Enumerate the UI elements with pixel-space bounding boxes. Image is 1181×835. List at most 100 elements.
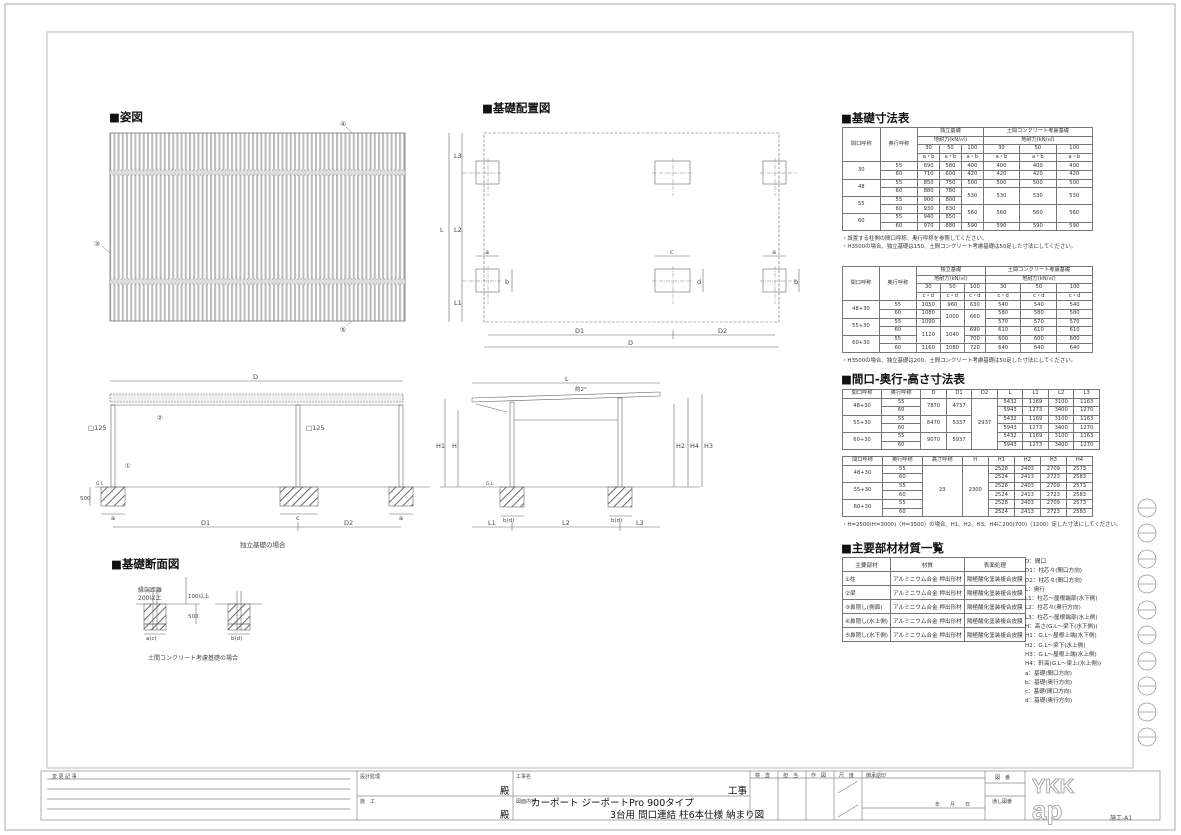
table-cell: 陽極酸化塗装複合皮膜 — [963, 599, 1026, 614]
table-cell: 60 — [878, 343, 917, 353]
table-cell: 2583 — [1065, 490, 1094, 500]
table-cell: 530 — [1019, 187, 1057, 206]
header-cell: 奥行呼称 — [881, 456, 923, 466]
table-cell: 530 — [1055, 187, 1093, 206]
table-cell: 850 — [917, 178, 940, 189]
table-row: ②梁アルミニウム合金 押出形材陽極酸化塗装複合皮膜 — [842, 585, 1026, 600]
table-cell: 2403 — [1013, 498, 1041, 509]
legend-item: L3：柱芯～屋根端部(水上側) — [1025, 614, 1098, 621]
side-elevation-labels: L 約2° H1 H H2 H4 H3 G L b(d) b(d) L1 L2 … — [436, 375, 713, 527]
table-cell: 720 — [963, 343, 986, 353]
table-cell: 60 — [881, 423, 922, 433]
table-cell: 2573 — [1065, 481, 1094, 492]
legend-item: L2：柱芯々(奥行方向) — [1025, 605, 1081, 612]
table-cell: ①柱 — [842, 571, 891, 586]
svg-text:c: c — [296, 514, 300, 522]
table-cell: 55 — [881, 481, 923, 492]
table-cell: 3400 — [1047, 406, 1075, 416]
svg-text:D2: D2 — [344, 519, 353, 527]
svg-text:H4: H4 — [690, 442, 699, 450]
table-cell: アルミニウム合金 押出形材 — [889, 585, 965, 600]
table-cell: 1273 — [1022, 440, 1049, 451]
table-cell: 30 — [842, 161, 881, 180]
table-cell: 400 — [960, 161, 984, 171]
change-log-label: 変 更 記 事 — [52, 774, 77, 780]
material-title: ■主要部材材質一覧 — [841, 541, 944, 555]
table-cell: 2937 — [971, 397, 998, 451]
table-row: 間口呼称奥行呼称独立基礎土間コンクリート考慮基礎 — [842, 265, 1094, 302]
table-cell: 60 — [881, 507, 923, 518]
table-row: 間口呼称奥行呼称独立基礎土間コンクリート考慮基礎 — [842, 126, 1094, 163]
table-cell: 1080 — [915, 308, 941, 319]
header-cell: 表面処理 — [963, 557, 1026, 572]
table-cell: 48 — [842, 178, 881, 197]
table-cell: 600 — [984, 334, 1022, 345]
table-cell: 1169 — [1022, 414, 1049, 425]
svg-text:b(d): b(d) — [611, 518, 622, 524]
table-cell: 1120 — [915, 326, 941, 345]
table-row: ①柱アルミニウム合金 押出形材陽極酸化塗装複合皮膜 — [842, 571, 1026, 586]
table-cell: 55 — [842, 195, 881, 214]
table-cell: 55 — [881, 431, 922, 442]
table-cell: 500 — [1055, 178, 1093, 189]
table-cell: 2524 — [987, 507, 1015, 518]
header-cell: 材質 — [889, 557, 965, 572]
approval-date: 年 月 日 — [935, 802, 971, 808]
svg-text:H2: H2 — [676, 442, 685, 450]
table-cell: 陽極酸化塗装複合皮膜 — [963, 571, 1026, 586]
legend-item: c：基礎(間口方向) — [1025, 689, 1072, 696]
ft2-note: ・H3500の場合、独立基礎は200、土間コンクリート考慮基礎は50足した寸法に… — [842, 358, 1077, 364]
header-cell: 100 — [963, 283, 986, 293]
svg-text:L2: L2 — [454, 226, 462, 234]
title-block — [40, 770, 1161, 821]
drawing-number-label: 図 番 — [995, 775, 1011, 781]
table-cell: 2723 — [1039, 473, 1067, 483]
header-cell: D2 — [971, 389, 998, 399]
table-cell: 1090 — [915, 317, 941, 328]
table-cell: 420 — [1019, 169, 1057, 180]
ft1-note-2: ・H3500の場合、独立基礎は150、土間コンクリート考慮基礎は50足した寸法に… — [842, 244, 1077, 250]
legend-item: H4：軒高(G.L～梁上(水上側)) — [1025, 661, 1102, 668]
table-cell: 5937 — [945, 431, 973, 451]
table-cell: 48+30 — [842, 300, 880, 319]
table-cell: 1270 — [1073, 406, 1100, 416]
section-labels: 縁端距離 200以上 100以上 500 a(c) b(d) 土間コンクリート考… — [138, 586, 242, 662]
charge-label: 担 当 — [783, 773, 799, 779]
table-cell: アルミニウム合金 押出形材 — [889, 613, 965, 628]
inspect-label: 検 査 — [755, 773, 771, 779]
header-cell: 30 — [917, 144, 940, 154]
table-cell: 640 — [1020, 343, 1058, 353]
table-cell: 5432 — [996, 431, 1024, 442]
svg-text:500: 500 — [188, 614, 199, 620]
table-cell: 3100 — [1047, 431, 1075, 442]
svg-text:100以上: 100以上 — [188, 592, 210, 600]
legend-item: H3：G.L～屋根上端(水上側) — [1025, 651, 1097, 658]
legend-item: b：基礎(奥行方向) — [1025, 679, 1073, 686]
table-cell: 610 — [984, 326, 1022, 336]
table-cell: 530 — [960, 187, 984, 206]
table-cell: 630 — [963, 300, 986, 310]
table-cell: 5943 — [996, 440, 1024, 451]
legend-item: L1：柱芯～屋根端部(水下側) — [1025, 596, 1098, 603]
table-cell: ⑤鼻隠し(水下側) — [842, 627, 891, 642]
table-cell: 580 — [1056, 308, 1093, 319]
legend-item: H2：G.L～梁下(水上側) — [1025, 642, 1086, 649]
table-cell: 570 — [984, 317, 1022, 328]
header-cell: 30 — [915, 283, 941, 293]
header-cell: 独立基礎 — [917, 127, 984, 137]
serial-number-label: 通し図番 — [992, 799, 1013, 805]
table-cell: 1080 — [939, 343, 965, 353]
svg-text:H: H — [452, 442, 457, 450]
table-cell: 590 — [1055, 221, 1093, 232]
front-elevation-view — [89, 380, 430, 531]
ykk-ap-logo: YKK ap — [1032, 776, 1076, 826]
table-cell: 55 — [878, 334, 917, 345]
header-cell: 50 — [939, 283, 965, 293]
table-cell: 23 — [921, 464, 963, 518]
header-cell: c・d — [1056, 291, 1093, 302]
